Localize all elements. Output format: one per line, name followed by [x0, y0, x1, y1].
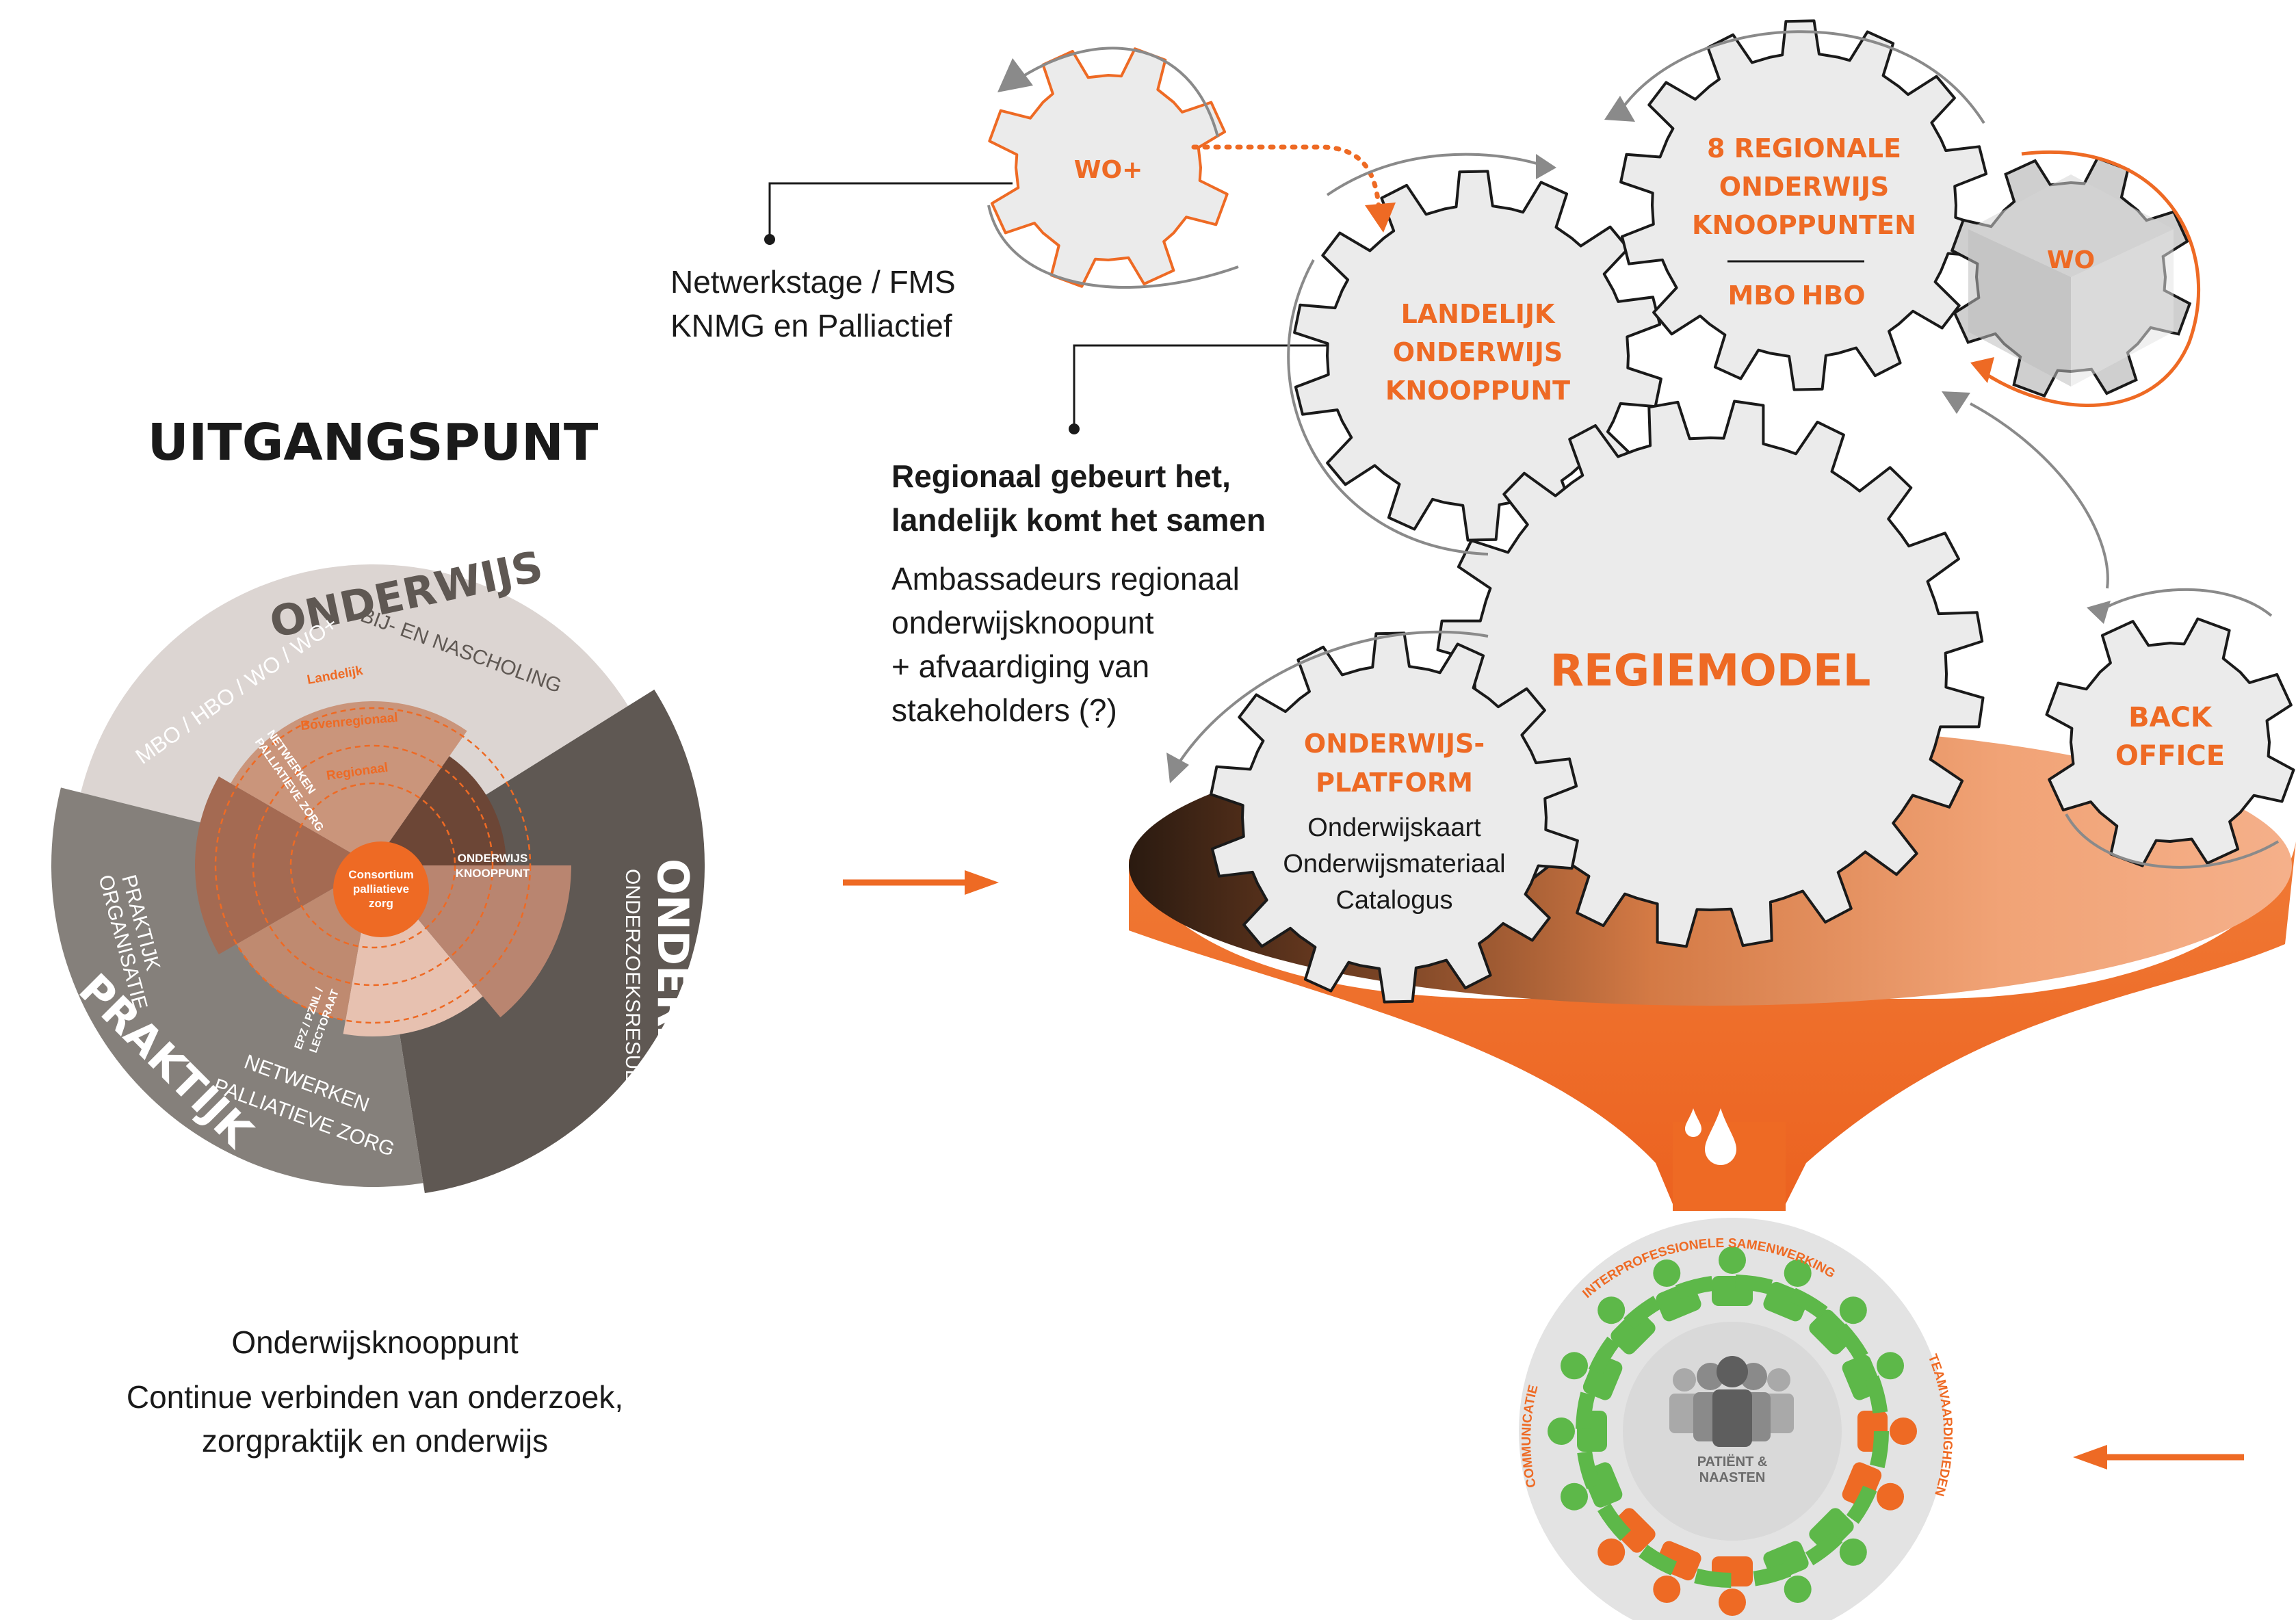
knooppunt-label-2: KNOOPPUNT — [456, 867, 530, 880]
person-head — [1877, 1482, 1904, 1511]
gear-platform-line2: PLATFORM — [1316, 768, 1473, 798]
gear-wo-label: WO — [2047, 246, 2095, 274]
rotate-arrow-regionale-icon — [1620, 30, 1985, 125]
center-label-2: palliatieve — [353, 883, 409, 896]
dotted-arrow-icon — [1191, 144, 1381, 208]
caption-line-3: zorgpraktijk en onderwijs — [202, 1423, 548, 1459]
gear-regionale-hbo: HBO — [1801, 280, 1865, 311]
regionaal-bold-2: landelijk komt het samen — [891, 502, 1266, 538]
person-head — [1839, 1538, 1867, 1566]
rotate-arrow-woplus-icon — [1013, 47, 1219, 138]
patient-circle: PATIËNT & NAASTEN INTERPROFESSIONELE SAM… — [1519, 1218, 1955, 1620]
rotate-arrow-landelijk-bottom-icon — [1287, 259, 1489, 556]
gear-backoffice-line2: OFFICE — [2115, 740, 2225, 772]
arrow-left-icon — [2073, 1445, 2244, 1469]
patients-icon — [1669, 1356, 1794, 1447]
netwerkstage-callout: Netwerkstage / FMS KNMG en Palliactief — [670, 182, 1013, 343]
person-head — [1784, 1576, 1812, 1603]
gear-landelijk-line1: LANDELIJK — [1401, 299, 1556, 329]
person-head — [1877, 1352, 1904, 1380]
ring-bovenregionaal — [252, 744, 494, 987]
center-label-3: zorg — [369, 897, 393, 910]
regionaal-bold-1: Regionaal gebeurt het, — [891, 458, 1231, 494]
gear-woplus-label: WO+ — [1074, 156, 1143, 184]
patient-label-2: NAASTEN — [1699, 1470, 1766, 1485]
rotate-arrow-backoffice-icon — [2096, 588, 2273, 617]
person-body — [1610, 1508, 1656, 1553]
person-head — [1784, 1259, 1812, 1287]
gear-wo-plus — [988, 47, 1229, 288]
gear-platform-item2: Onderwijsmateriaal — [1283, 850, 1505, 878]
gear-wo-face — [1968, 174, 2174, 277]
gear-platform-item3: Catalogus — [1335, 886, 1452, 915]
uitgangspunt-heading: UITGANGSPUNT — [148, 413, 599, 472]
gear-regionale-line3: KNOOPPUNTEN — [1692, 210, 1916, 240]
gear-platform-line1: ONDERWIJS- — [1304, 729, 1485, 759]
gear-wo-face — [2071, 229, 2174, 387]
gear-regionale-line2: ONDERWIJS — [1719, 172, 1889, 202]
patient-label-1: PATIËNT & — [1697, 1454, 1768, 1469]
rotate-arrow-regiemodel-icon — [1970, 402, 2109, 589]
gear-platform — [1210, 631, 1579, 1004]
inner-segment — [231, 701, 467, 865]
ring-landelijk — [214, 707, 532, 1024]
linked-arms-ring — [1576, 1275, 1889, 1588]
regionaal-callout: Regionaal gebeurt het, landelijk komt he… — [891, 344, 1331, 728]
person-body — [1809, 1508, 1854, 1553]
gear-backoffice-line1: BACK — [2128, 702, 2213, 733]
onderzoek-title: ONDERZOEK — [648, 859, 698, 1157]
rotate-arrow-woplus-bottom-icon — [987, 205, 1239, 289]
gear-wo-face — [1968, 229, 2071, 387]
rotation-arrows — [987, 30, 2280, 869]
consortium-center — [333, 841, 429, 937]
gear-cluster — [988, 19, 2295, 1004]
person-head — [1719, 1589, 1746, 1616]
regionaal-line-4: stakeholders (?) — [891, 692, 1117, 728]
netwerkstage-line-1: Netwerkstage / FMS — [670, 264, 956, 300]
center-label-1: Consortium — [348, 868, 413, 881]
ring-regionaal — [289, 782, 456, 949]
regionaal-line-2: onderwijsknoopunt — [891, 605, 1154, 640]
gear-landelijk-line3: KNOOPPUNT — [1385, 376, 1570, 406]
funnel-cone — [1156, 848, 2296, 1214]
gear-regionale — [1619, 19, 1989, 391]
person-head — [1561, 1352, 1588, 1380]
person-head — [1719, 1246, 1746, 1274]
person-head — [1653, 1259, 1681, 1287]
person-head — [1561, 1482, 1588, 1511]
gear-platform-item1: Onderwijskaart — [1307, 813, 1481, 842]
inner-segment — [195, 776, 373, 954]
person-head — [1839, 1296, 1867, 1324]
rotate-arrow-backoffice-bottom-icon — [2065, 813, 2280, 869]
caption-line-2: Continue verbinden van onderzoek, — [127, 1379, 623, 1415]
person-head — [1548, 1418, 1575, 1445]
gear-regiemodel-label: REGIEMODEL — [1550, 646, 1871, 696]
onderzoek-sub1: ONDERZOEKSRESULTATEN — [621, 869, 644, 1144]
rotate-arrow-platform-icon — [1175, 630, 1489, 768]
inner-segment — [373, 756, 506, 865]
drop-small-icon — [1685, 1108, 1701, 1137]
person-head — [1597, 1538, 1626, 1566]
netwerkstage-line-2: KNMG en Palliactief — [670, 308, 952, 343]
rotate-arrow-landelijk-icon — [1326, 153, 1540, 196]
person-head — [1890, 1418, 1917, 1445]
gear-regionale-line1: 8 REGIONALE — [1707, 133, 1901, 164]
drop-icon — [1705, 1108, 1736, 1165]
gear-regionale-mbo: MBO — [1727, 280, 1795, 311]
gear-landelijk-line2: ONDERWIJS — [1393, 337, 1563, 367]
arrow-right-icon — [843, 870, 999, 895]
gear-backoffice — [2045, 617, 2295, 867]
rotate-arrow-wo-icon — [1983, 150, 2200, 408]
person-head — [1597, 1296, 1626, 1324]
caption-line-1: Onderwijsknooppunt — [231, 1324, 519, 1360]
regionaal-line-1: Ambassadeurs regionaal — [891, 561, 1240, 597]
pie-wheel: Consortium palliatieve zorg Landelijk Bo… — [51, 541, 705, 1194]
regionaal-line-3: + afvaardiging van — [891, 649, 1149, 684]
person-head — [1653, 1576, 1681, 1603]
person-body — [1610, 1309, 1656, 1355]
knooppunt-label-1: ONDERWIJS — [458, 852, 528, 865]
person-body — [1809, 1309, 1854, 1355]
